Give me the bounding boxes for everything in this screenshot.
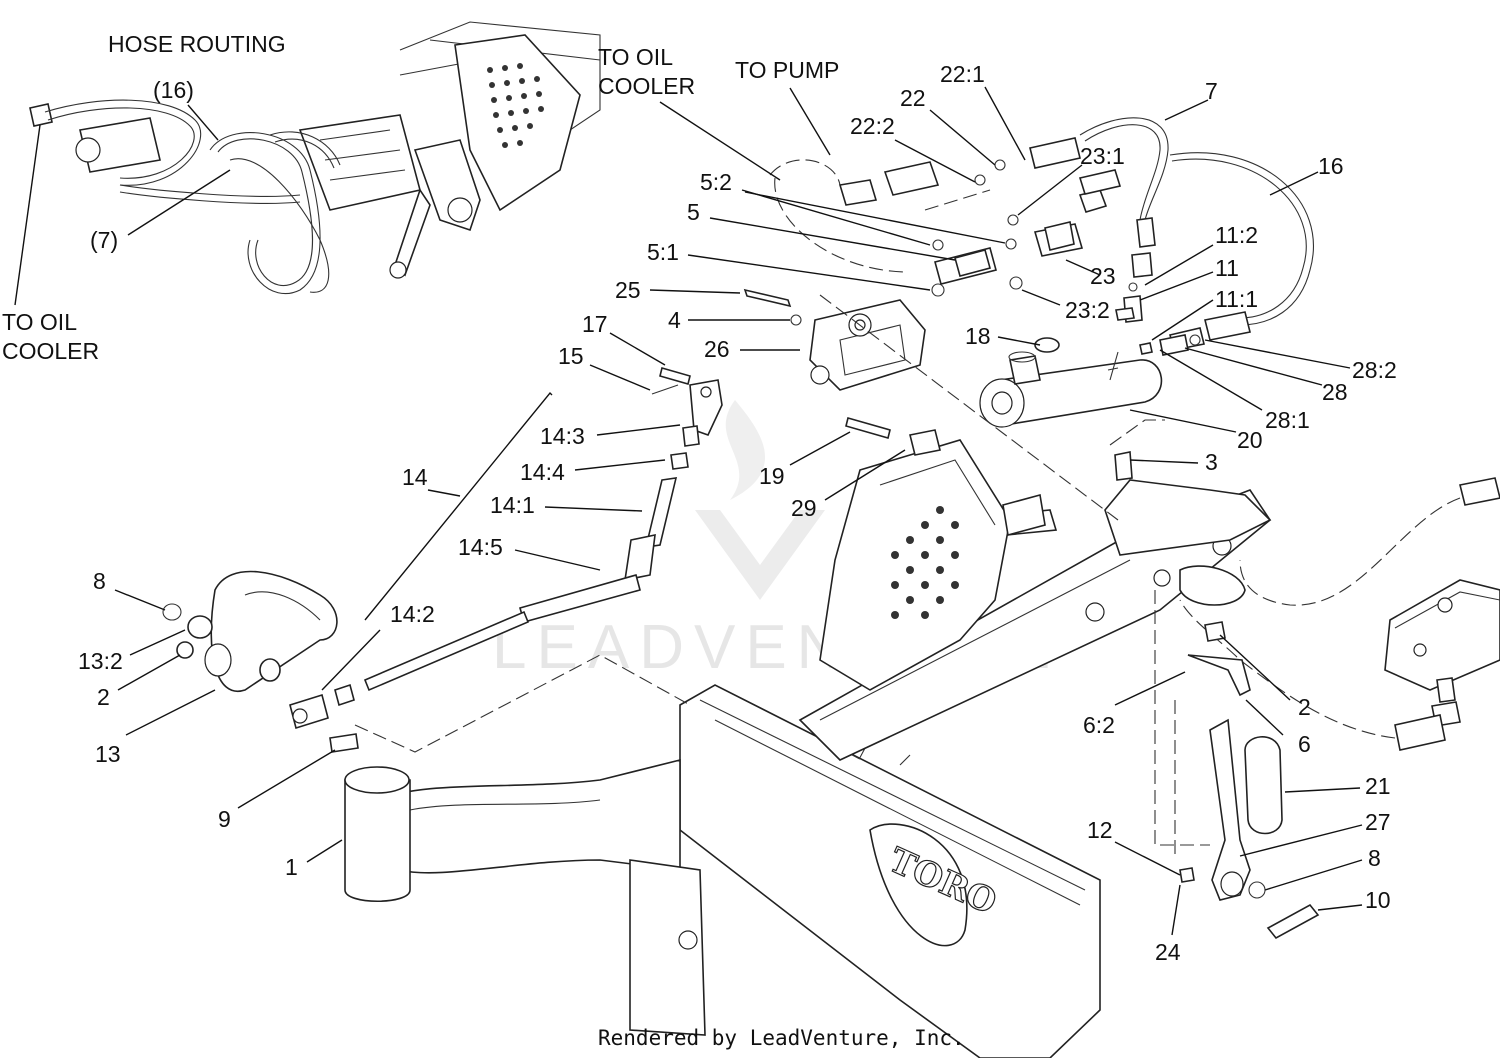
- callout-label: 8: [93, 568, 106, 594]
- callout-label: 2: [97, 684, 110, 710]
- callout-label: 23:2: [1065, 297, 1110, 323]
- callout-label: 23:1: [1080, 143, 1125, 169]
- callout-label: 28:2: [1352, 357, 1397, 383]
- callout-label: 24: [1155, 939, 1181, 965]
- callout-label: 26: [704, 336, 730, 362]
- hydraulic-cylinder: [979, 337, 1163, 428]
- callout-label: 2: [1298, 694, 1311, 720]
- heading-to-pump: TO PUMP: [735, 57, 839, 83]
- heading-to-oil-cooler-top-line1: TO OIL: [598, 44, 673, 70]
- callout-label: (7): [90, 227, 118, 253]
- callout-label: 1: [285, 854, 298, 880]
- callout-label: 29: [791, 495, 817, 521]
- hydraulic-pump: [1179, 477, 1500, 751]
- callout-label: 21: [1365, 773, 1391, 799]
- callout-label: 18: [965, 323, 991, 349]
- main-frame: TORO: [344, 451, 1272, 1058]
- headings: HOSE ROUTING TO OIL COOLER TO PUMP TO OI…: [2, 31, 839, 364]
- callout-label: 14:1: [490, 492, 535, 518]
- callout-label: 17: [582, 311, 608, 337]
- footer-credit: Rendered by LeadVenture, Inc.: [598, 1026, 965, 1050]
- callout-label: 28:1: [1265, 407, 1310, 433]
- heading-to-oil-cooler-left-line2: COOLER: [2, 338, 99, 364]
- callout-label: 12: [1087, 817, 1113, 843]
- heading-hose-routing: HOSE ROUTING: [108, 31, 286, 57]
- callout-label: 14:5: [458, 534, 503, 560]
- footrest-plate: [819, 417, 1011, 691]
- callout-label: 6: [1298, 731, 1311, 757]
- heading-to-oil-cooler-top-line2: COOLER: [598, 73, 695, 99]
- pedal-lever-13: [162, 570, 338, 693]
- callout-label: 14: [402, 464, 428, 490]
- callout-label: 9: [218, 806, 231, 832]
- callout-label: 5:2: [700, 169, 732, 195]
- callout-label: 11: [1215, 255, 1239, 281]
- callout-label: 28: [1322, 379, 1348, 405]
- callout-label: 4: [668, 307, 681, 333]
- callout-label: 7: [1205, 78, 1218, 104]
- callout-label: 20: [1237, 427, 1263, 453]
- leader-lines: [14, 86, 1363, 936]
- callout-label: 15: [558, 343, 584, 369]
- callout-label: 22: [900, 85, 926, 111]
- pedal-assembly-27: [1179, 621, 1320, 940]
- callout-label: 3: [1205, 449, 1218, 475]
- callout-labels: (16) (7) 7 16 22:1 22 22:2 23:1 5:2 5 5:…: [78, 61, 1397, 965]
- hose-16: [1169, 152, 1314, 351]
- assembly-dashed-lines: [354, 294, 1210, 860]
- control-valve-assembly: [743, 137, 1122, 391]
- callout-label: 13:2: [78, 648, 123, 674]
- callout-label: 5: [687, 199, 700, 225]
- lift-linkage-rod: [289, 367, 723, 753]
- hose-routing-inset: [29, 21, 601, 295]
- callout-label: 6:2: [1083, 712, 1115, 738]
- callout-label: 5:1: [647, 239, 679, 265]
- callout-label: 14:3: [540, 423, 585, 449]
- callout-label: 11:1: [1215, 286, 1258, 312]
- callout-label: 22:2: [850, 113, 895, 139]
- callout-label: 16: [1318, 153, 1344, 179]
- callout-label: 19: [759, 463, 785, 489]
- callout-label: 23: [1090, 263, 1116, 289]
- callout-label: 11:2: [1215, 222, 1258, 248]
- callout-label: 13: [95, 741, 121, 767]
- callout-label: 22:1: [940, 61, 985, 87]
- heading-to-oil-cooler-left-line1: TO OIL: [2, 309, 77, 335]
- loose-parts: [1002, 307, 1201, 537]
- callout-label: 14:4: [520, 459, 565, 485]
- callout-label: 10: [1365, 887, 1391, 913]
- callout-label: 14:2: [390, 601, 435, 627]
- callout-label: 27: [1365, 809, 1391, 835]
- callout-label: (16): [153, 77, 194, 103]
- callout-label: 25: [615, 277, 641, 303]
- callout-label: 8: [1368, 845, 1381, 871]
